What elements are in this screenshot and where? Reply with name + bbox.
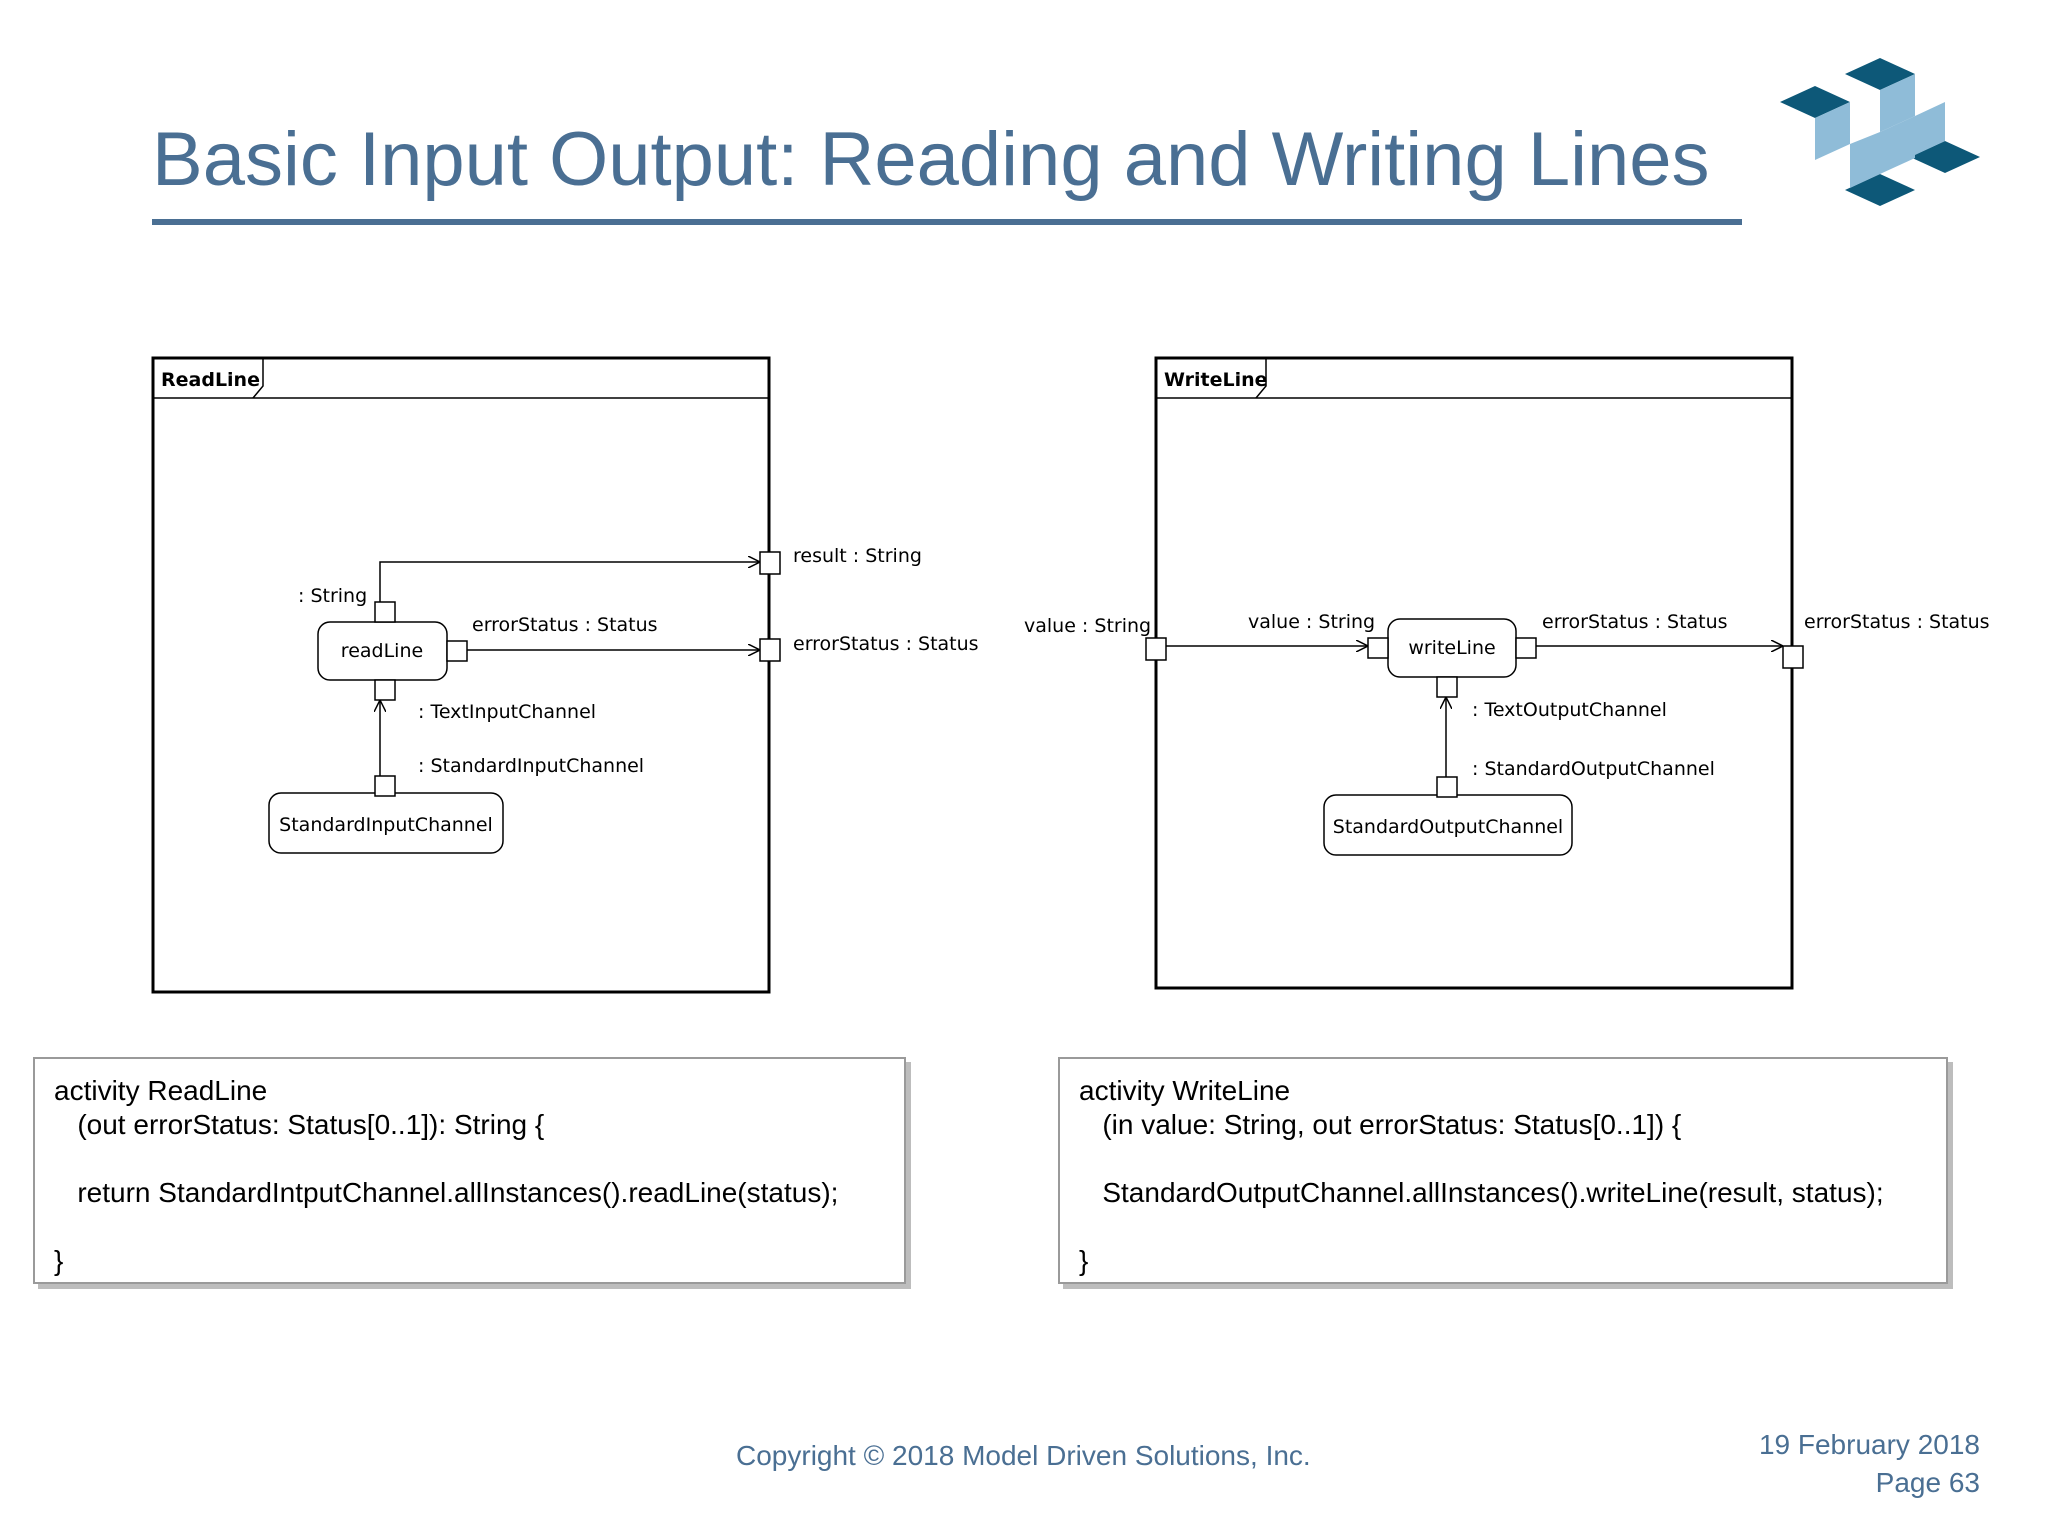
- readline-error-pin: [446, 640, 468, 662]
- company-logo: [1780, 58, 1980, 206]
- writeline-target-pin: [1436, 676, 1458, 698]
- standard-output-source-pin: [1436, 776, 1458, 798]
- result-flow: [379, 562, 760, 602]
- readline-frame-name: ReadLine: [161, 369, 260, 391]
- writeline-frame-name: WriteLine: [1164, 369, 1268, 391]
- value-parameter-label: value : String: [1024, 615, 1151, 637]
- error-parameter-label: errorStatus : Status: [793, 633, 979, 655]
- standard-output-channel-label: StandardOutputChannel: [1333, 816, 1563, 838]
- readline-target-pin: [374, 679, 396, 701]
- writeline-action-label: writeLine: [1408, 637, 1495, 659]
- code-line: activity ReadLine: [54, 1075, 268, 1106]
- standard-input-channel-label: StandardInputChannel: [279, 814, 493, 836]
- logo-light-3: [1880, 116, 1915, 174]
- code-line: StandardOutputChannel.allInstances().wri…: [1079, 1177, 1884, 1208]
- footer-date: 19 February 2018: [1758, 1429, 1980, 1460]
- readline-target-pin-label: : TextInputChannel: [418, 701, 596, 723]
- writeline-error-pin: [1515, 637, 1537, 659]
- writeline-value-pin-label: value : String: [1248, 611, 1375, 633]
- readline-frame: ReadLine readLine StandardInputChannel :…: [151, 356, 979, 994]
- slide-title: Basic Input Output: Reading and Writing …: [152, 117, 1710, 202]
- code-line: (out errorStatus: Status[0..1]): String …: [54, 1109, 545, 1140]
- readline-source-pin-label: : StandardInputChannel: [418, 755, 644, 777]
- writeline-target-pin-label: : TextOutputChannel: [1472, 699, 1667, 721]
- writeline-value-pin: [1367, 637, 1389, 659]
- readline-action-label: readLine: [341, 640, 423, 662]
- writeline-error-parameter-label: errorStatus : Status: [1804, 611, 1990, 633]
- logo-light-4: [1915, 102, 1945, 155]
- writeline-error-parameter-node: [1782, 645, 1804, 669]
- code-line: (in value: String, out errorStatus: Stat…: [1079, 1109, 1682, 1140]
- writeline-frame: WriteLine writeLine StandardOutputChanne…: [1024, 356, 1990, 990]
- error-parameter-node: [759, 638, 781, 662]
- code-line: return StandardIntputChannel.allInstance…: [54, 1177, 839, 1208]
- standard-input-source-pin: [374, 775, 396, 797]
- value-parameter-node: [1145, 637, 1167, 661]
- logo-light-1: [1880, 74, 1915, 132]
- logo-light-2: [1815, 102, 1850, 160]
- result-parameter-node: [759, 551, 781, 575]
- readline-code-box: activity ReadLine (out errorStatus: Stat…: [33, 1057, 906, 1284]
- readline-output-pin: [374, 601, 396, 623]
- readline-output-type-label: : String: [298, 585, 367, 607]
- writeline-code-box: activity WriteLine (in value: String, ou…: [1058, 1057, 1948, 1284]
- footer-copyright: Copyright © 2018 Model Driven Solutions,…: [736, 1440, 1311, 1471]
- writeline-error-pin-label: errorStatus : Status: [1542, 611, 1728, 633]
- title-underline: [152, 219, 1742, 225]
- writeline-source-pin-label: : StandardOutputChannel: [1472, 758, 1715, 780]
- logo-light-5: [1850, 132, 1880, 188]
- code-line: }: [54, 1245, 64, 1276]
- footer-page-number: Page 63: [1875, 1467, 1980, 1498]
- code-line: activity WriteLine: [1079, 1075, 1291, 1106]
- result-parameter-label: result : String: [793, 545, 922, 567]
- readline-error-pin-label: errorStatus : Status: [472, 614, 658, 636]
- code-line: }: [1079, 1245, 1089, 1276]
